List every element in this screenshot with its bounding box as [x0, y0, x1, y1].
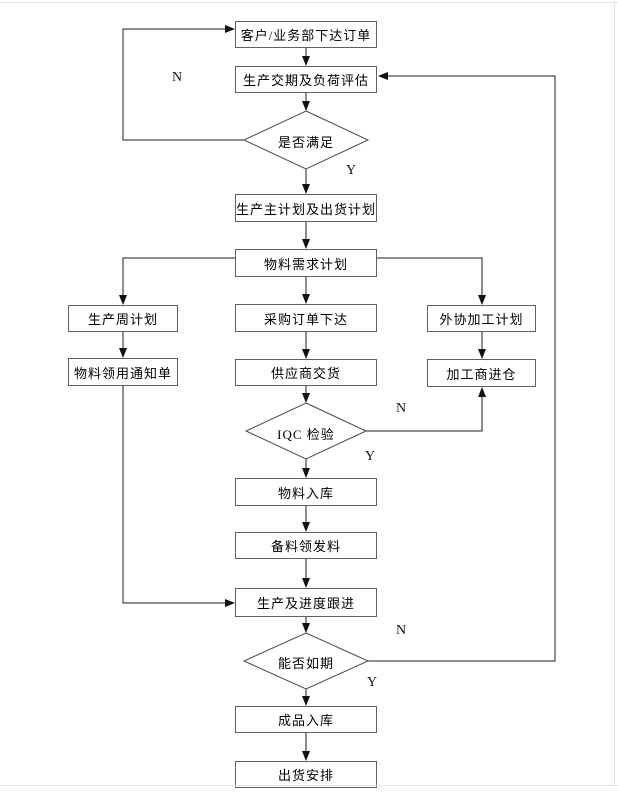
node-weekly-plan-label: 生产周计划 — [87, 312, 158, 327]
page-edge-top — [0, 2, 618, 3]
node-purchase-order: 采购订单下达 — [235, 304, 377, 332]
node-mrp-label: 物料需求计划 — [263, 256, 348, 272]
edge-iqc-no-to-processor-in — [366, 387, 486, 432]
branch-label-satisfied-yes: Y — [346, 163, 357, 178]
node-material-issue: 备料领发料 — [235, 532, 377, 559]
node-shipping-label: 出货安排 — [277, 768, 334, 783]
node-outsourcing-plan: 外协加工计划 — [427, 305, 536, 332]
decision-satisfied-label: 是否满足 — [277, 135, 334, 150]
node-evaluation: 生产交期及负荷评估 — [235, 66, 377, 93]
node-material-issue-label: 备料领发料 — [270, 539, 341, 554]
edge-mrp-to-weekly-plan — [119, 257, 235, 305]
edge-satisfied-no-to-order — [122, 25, 244, 141]
branch-label-schedule-no: N — [396, 623, 407, 638]
decision-iqc-shape — [244, 402, 368, 460]
node-mrp: 物料需求计划 — [235, 249, 377, 277]
node-material-notice: 物料领用通知单 — [68, 358, 178, 386]
node-material-in: 物料入库 — [235, 478, 377, 506]
edge-on-schedule-no-to-evaluation — [368, 72, 556, 662]
branch-label-iqc-no: N — [396, 401, 407, 416]
node-supplier-delivery-label: 供应商交货 — [270, 366, 341, 381]
node-finished-in-label: 成品入库 — [277, 713, 334, 728]
node-evaluation-label: 生产交期及负荷评估 — [242, 73, 369, 88]
node-supplier-delivery: 供应商交货 — [235, 359, 377, 386]
node-master-plan: 生产主计划及出货计划 — [235, 194, 377, 222]
node-shipping: 出货安排 — [235, 761, 377, 788]
decision-on-schedule-shape — [242, 632, 370, 690]
branch-label-iqc-yes: Y — [365, 449, 376, 464]
node-master-plan-label: 生产主计划及出货计划 — [236, 201, 377, 217]
node-weekly-plan: 生产周计划 — [68, 305, 178, 332]
decision-on-schedule-label: 能否如期 — [277, 656, 334, 671]
node-material-in-label: 物料入库 — [277, 485, 334, 501]
page-edge-right — [614, 2, 615, 786]
edge-mrp-to-outsourcing-plan — [377, 257, 486, 305]
decision-satisfied-shape — [242, 110, 370, 170]
node-order: 客户/业务部下达订单 — [235, 21, 377, 48]
page-edge-bottom — [0, 785, 618, 786]
node-processor-in: 加工商进仓 — [427, 359, 536, 387]
edge-material-notice-to-follow-up — [122, 386, 235, 607]
node-finished-in: 成品入库 — [235, 706, 377, 733]
node-follow-up: 生产及进度跟进 — [235, 588, 377, 617]
branch-label-schedule-yes: Y — [367, 675, 378, 690]
node-processor-in-label: 加工商进仓 — [446, 366, 517, 382]
node-purchase-order-label: 采购订单下达 — [263, 311, 348, 327]
node-material-notice-label: 物料领用通知单 — [73, 365, 172, 381]
decision-iqc-label: IQC 检验 — [277, 427, 335, 442]
node-follow-up-label: 生产及进度跟进 — [256, 596, 355, 611]
node-outsourcing-plan-label: 外协加工计划 — [439, 312, 524, 327]
node-order-label: 客户/业务部下达订单 — [240, 28, 372, 43]
branch-label-satisfied-no: N — [172, 70, 183, 85]
